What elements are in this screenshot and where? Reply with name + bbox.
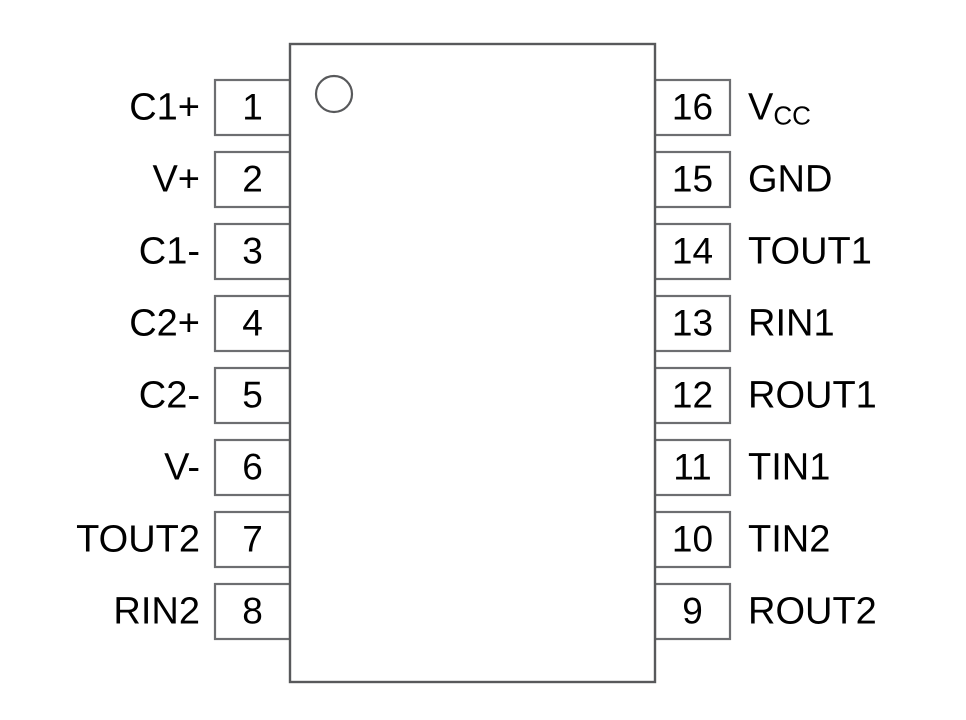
pin-box-8	[213, 582, 292, 641]
pin-label-14: TOUT1	[748, 231, 872, 273]
pin-number-3: 3	[242, 230, 263, 271]
pin-box-13	[653, 294, 732, 353]
pin-label-4: C2+	[129, 303, 200, 345]
pin-label-13: RIN1	[748, 303, 835, 345]
pin-label-1: C1+	[129, 87, 200, 129]
pin-number-5: 5	[242, 374, 263, 415]
pin-box-10	[653, 510, 732, 569]
pin-number-12: 12	[672, 374, 713, 415]
pin-number-7: 7	[242, 518, 263, 559]
pin-label-3: C1-	[139, 231, 200, 273]
pin-number-11: 11	[673, 446, 711, 487]
left-pin-column: 1 C1+ 2 V+ 3 C1- 4 C2+ 5 C2- 6 V- 7 TOUT2 8 RIN2	[76, 78, 292, 641]
pin-label-11: TIN1	[748, 447, 830, 489]
pin-box-12	[653, 366, 732, 425]
pin-label-12: ROUT1	[748, 375, 877, 417]
pin-number-14: 14	[672, 230, 713, 271]
pin-number-2: 2	[242, 158, 263, 199]
pin-box-14	[653, 222, 732, 281]
pin-box-6	[213, 438, 292, 497]
pin-label-8: RIN2	[113, 591, 200, 633]
pin-label-6: V-	[164, 447, 200, 489]
pin-label-7: TOUT2	[76, 519, 200, 561]
right-pin-column: 16 VCC 15 GND 14 TOUT1 13 RIN1 12 ROUT1 11 TIN1 10 TI…	[653, 78, 877, 641]
pin-label-9: ROUT2	[748, 591, 877, 633]
pin-label-5: C2-	[139, 375, 200, 417]
pin-box-11	[653, 438, 732, 497]
pin-label-subscript-16: CC	[773, 100, 811, 130]
pin-box-7	[213, 510, 292, 569]
pin-number-15: 15	[672, 158, 713, 199]
pin-box-1	[213, 78, 292, 137]
pin-label-16: VCC	[748, 87, 811, 131]
pin-label-10: TIN2	[748, 519, 830, 561]
pin-label-2: V+	[152, 159, 200, 201]
pin-number-1: 1	[242, 86, 263, 127]
pin-number-10: 10	[672, 518, 713, 559]
pin-number-8: 8	[242, 590, 263, 631]
pin-number-16: 16	[672, 86, 713, 127]
pin-number-6: 6	[242, 446, 263, 487]
pin-label-15: GND	[748, 159, 832, 201]
pin-number-9: 9	[682, 590, 703, 631]
pin-box-2	[213, 150, 292, 209]
pin-number-4: 4	[242, 302, 263, 343]
chip-body	[288, 42, 657, 684]
pin-number-13: 13	[672, 302, 713, 343]
pin-box-5	[213, 366, 292, 425]
pin-1-notch-icon	[314, 74, 354, 114]
pin-box-3	[213, 222, 292, 281]
